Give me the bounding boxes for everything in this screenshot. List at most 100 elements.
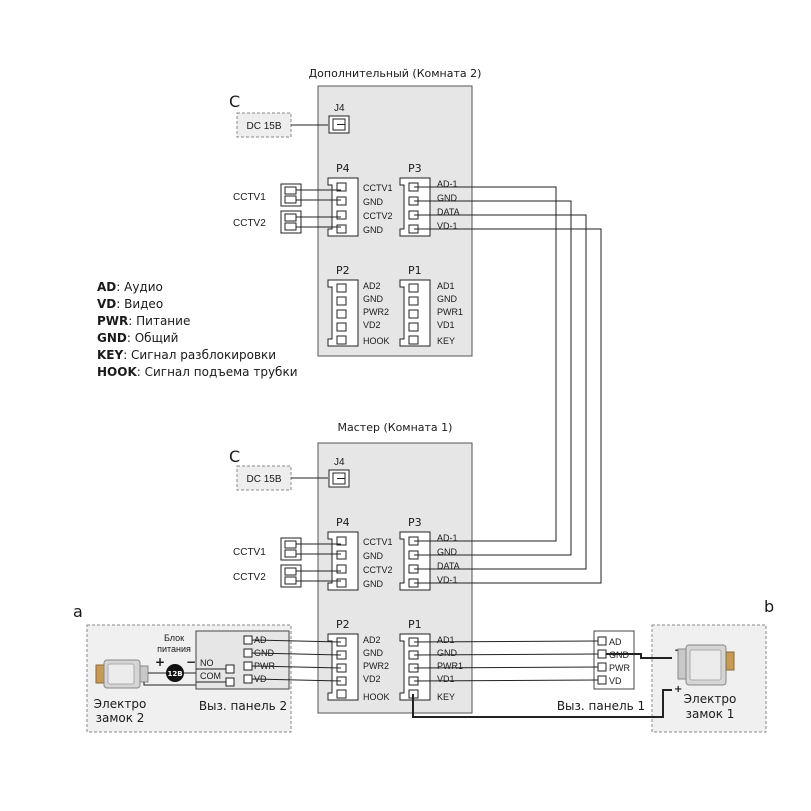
p1-top-pin-1: AD1 xyxy=(437,281,455,291)
p1-bottom-pin-1: AD1 xyxy=(437,635,455,645)
p4-bottom-pin-2: GND xyxy=(363,551,384,561)
psu-label-1: Блок xyxy=(164,633,184,643)
lock-2-label-1: Электро xyxy=(94,697,147,711)
svg-text:VD: Видео: VD: Видео xyxy=(97,297,163,311)
p3-top-label: P3 xyxy=(408,162,422,175)
p4-top-pin-3: CCTV2 xyxy=(363,211,393,221)
cctv2-bottom-label: CCTV2 xyxy=(233,572,266,583)
psu-voltage: 12В xyxy=(167,670,182,678)
psu-icon xyxy=(166,664,184,682)
p3-bottom-pin-4: VD-1 xyxy=(437,575,458,585)
lock-1-label-2: замок 1 xyxy=(686,707,735,721)
p2-bottom-pin-3: PWR2 xyxy=(363,661,389,671)
p2-top-pin-1: AD2 xyxy=(363,281,381,291)
p1-wires xyxy=(413,640,599,682)
p2-bottom-label: P2 xyxy=(336,618,350,631)
power-top-dashed-box xyxy=(236,112,292,138)
jack-bottom-label: J4 xyxy=(334,457,345,468)
psu-minus: − xyxy=(186,655,196,669)
p3-bottom-pin-3: DATA xyxy=(437,561,460,571)
p4-bottom-pin-1: CCTV1 xyxy=(363,537,393,547)
door-panel-2-caption: Выз. панель 2 xyxy=(199,699,287,713)
lock-gnd-wire xyxy=(606,653,672,659)
legend-key-vd: VD xyxy=(97,297,116,311)
p4-bottom-pin-3: CCTV2 xyxy=(363,565,393,575)
legend-text-pwr: : Питание xyxy=(128,314,190,328)
cctv-bottom xyxy=(280,537,341,588)
power-bottom-letter: C xyxy=(229,447,240,466)
p4-bottom-pin-4: GND xyxy=(363,579,384,589)
cctv1-top-label: CCTV1 xyxy=(233,192,266,203)
panel1-pin-4: VD xyxy=(609,676,622,686)
p3-bus-wires xyxy=(414,186,602,584)
power-bottom-dashed-box xyxy=(236,465,292,491)
power-top: C DC 15В J4 xyxy=(229,92,350,138)
p1-bottom-pin-4: VD1 xyxy=(437,674,455,684)
p2-top-label: P2 xyxy=(336,264,350,277)
p3-top-pin-4: VD-1 xyxy=(437,221,458,231)
p1-bottom-pin-2: GND xyxy=(437,648,458,658)
p2-top-pin-5: HOOK xyxy=(363,336,390,346)
p1-top-pin-4: VD1 xyxy=(437,320,455,330)
section-a-letter: a xyxy=(73,602,83,621)
monitor-bottom-title: Мастер (Комната 1) xyxy=(338,421,453,434)
legend-text-key: : Сигнал разблокировки xyxy=(123,348,276,362)
jack-top-label: J4 xyxy=(334,103,345,114)
p2-bottom-connector xyxy=(327,633,359,701)
svg-text:GND: Общий: GND: Общий xyxy=(97,331,178,345)
p3-bottom-pin-2: GND xyxy=(437,547,458,557)
p2-wires xyxy=(251,639,342,682)
p3-top-pin-2: GND xyxy=(437,193,458,203)
p3-bottom-label: P3 xyxy=(408,516,422,529)
p3-bottom-connector xyxy=(399,531,431,591)
key-wire xyxy=(412,689,672,718)
monitor-top-title: Дополнительный (Комната 2) xyxy=(309,67,482,80)
p2-bottom-pin-1: AD2 xyxy=(363,635,381,645)
p4-top-pin-1: CCTV1 xyxy=(363,183,393,193)
legend-key-gnd: GND xyxy=(97,331,127,345)
p4-bottom-label: P4 xyxy=(336,516,350,529)
power-top-label: DC 15В xyxy=(246,121,281,132)
panel1-pin-3: PWR xyxy=(609,663,630,673)
power-bottom: C DC 15В J4 xyxy=(229,447,350,491)
p4-top-label: P4 xyxy=(336,162,350,175)
svg-text:AD: Аудио: AD: Аудио xyxy=(97,280,163,294)
p3-bottom-pin-1: AD-1 xyxy=(437,533,458,543)
p2-top-connector xyxy=(327,279,359,347)
cctv2-top-label: CCTV2 xyxy=(233,218,266,229)
panel2-com: COM xyxy=(200,671,221,681)
p1-bottom-pin-3: PWR1 xyxy=(437,661,463,671)
lock-1-plus: + xyxy=(674,684,682,695)
p4-top-connector xyxy=(327,177,359,237)
legend-text-gnd: : Общий xyxy=(127,331,179,345)
cctv-top xyxy=(280,183,341,234)
p3-top-pin-1: AD-1 xyxy=(437,179,458,189)
svg-text:PWR: Питание: PWR: Питание xyxy=(97,314,190,328)
p2-bottom-pin-5: HOOK xyxy=(363,692,390,702)
lock-1-label-1: Электро xyxy=(684,692,737,706)
p2-top-pin-3: PWR2 xyxy=(363,307,389,317)
legend-text-hook: : Сигнал подъема трубки xyxy=(137,365,298,379)
p1-top-pin-3: PWR1 xyxy=(437,307,463,317)
door-panel-1-caption: Выз. панель 1 xyxy=(557,699,645,713)
p2-top-pin-4: VD2 xyxy=(363,320,381,330)
lock-2-icon xyxy=(95,659,149,689)
p2-bottom-pin-2: GND xyxy=(363,648,384,658)
psu-label-2: питания xyxy=(157,644,191,654)
power-bottom-label: DC 15В xyxy=(246,474,281,485)
section-b-letter: b xyxy=(764,597,774,616)
p1-bottom-pin-5: KEY xyxy=(437,692,455,702)
p4-top-pin-2: GND xyxy=(363,197,384,207)
legend-key-hook: HOOK xyxy=(97,365,137,379)
p4-bottom-connector xyxy=(327,531,359,591)
p1-bottom-label: P1 xyxy=(408,618,422,631)
p2-bottom-pin-4: VD2 xyxy=(363,674,381,684)
p4-top-pin-4: GND xyxy=(363,225,384,235)
p1-top-pin-5: KEY xyxy=(437,336,455,346)
p3-top-pin-3: DATA xyxy=(437,207,460,217)
legend-text-vd: : Видео xyxy=(116,297,163,311)
svg-text:HOOK: Сигнал подъема трубки: HOOK: Сигнал подъема трубки xyxy=(97,365,298,379)
p1-top-label: P1 xyxy=(408,264,422,277)
